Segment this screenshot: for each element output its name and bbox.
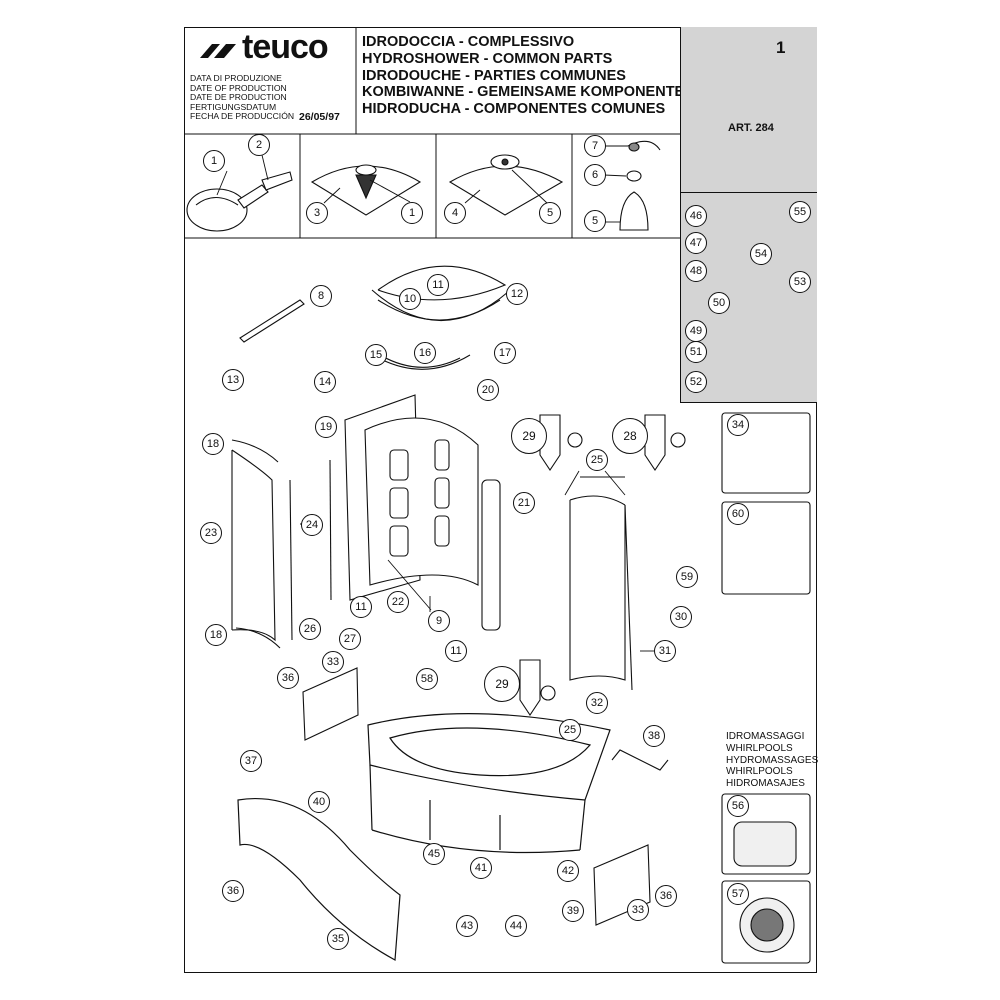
part-callout: 39 bbox=[562, 900, 584, 922]
part-callout: 32 bbox=[586, 692, 608, 714]
part-callout: 13 bbox=[222, 369, 244, 391]
part-callout: 8 bbox=[310, 285, 332, 307]
date-label: FECHA DE PRODUCCIÓN bbox=[190, 111, 295, 122]
part-callout: 45 bbox=[423, 843, 445, 865]
part-callout: 5 bbox=[584, 210, 606, 232]
title-line: KOMBIWANNE - GEMEINSAME KOMPONENTEN bbox=[362, 84, 695, 101]
part-callout: 9 bbox=[428, 610, 450, 632]
date-label: DATA DI PRODUZIONE bbox=[190, 73, 282, 83]
document-titles: IDRODOCCIA - COMPLESSIVO HYDROSHOWER - C… bbox=[362, 34, 695, 118]
part-callout: 57 bbox=[727, 883, 749, 905]
part-callout: 15 bbox=[365, 344, 387, 366]
part-callout: 30 bbox=[670, 606, 692, 628]
part-callout: 41 bbox=[470, 857, 492, 879]
whirlpool-label: HYDROMASSAGES bbox=[726, 754, 819, 766]
part-callout: 31 bbox=[654, 640, 676, 662]
part-callout: 58 bbox=[416, 668, 438, 690]
part-callout: 2 bbox=[248, 134, 270, 156]
page-number: 1 bbox=[776, 38, 786, 57]
part-callout: 3 bbox=[306, 202, 328, 224]
part-callout: 23 bbox=[200, 522, 222, 544]
part-callout: 16 bbox=[414, 342, 436, 364]
production-date-labels: DATA DI PRODUZIONE DATE OF PRODUCTION DA… bbox=[190, 73, 295, 122]
part-callout: 19 bbox=[315, 416, 337, 438]
part-callout: 42 bbox=[557, 860, 579, 882]
part-callout: 11 bbox=[445, 640, 467, 662]
part-callout: 40 bbox=[308, 791, 330, 813]
drain-parts-panel bbox=[680, 193, 817, 403]
part-callout: 14 bbox=[314, 371, 336, 393]
part-callout: 1 bbox=[203, 150, 225, 172]
drawing-sheet-border bbox=[184, 27, 817, 973]
part-callout: 44 bbox=[505, 915, 527, 937]
title-line: HYDROSHOWER - COMMON PARTS bbox=[362, 50, 613, 67]
teuco-logo: teuco bbox=[198, 28, 353, 70]
part-callout: 48 bbox=[685, 260, 707, 282]
part-callout: 29 bbox=[511, 418, 547, 454]
part-callout: 52 bbox=[685, 371, 707, 393]
part-callout: 24 bbox=[301, 514, 323, 536]
part-callout: 17 bbox=[494, 342, 516, 364]
part-callout: 50 bbox=[708, 292, 730, 314]
part-callout: 33 bbox=[627, 899, 649, 921]
part-callout: 11 bbox=[427, 274, 449, 296]
part-callout: 59 bbox=[676, 566, 698, 588]
part-callout: 35 bbox=[327, 928, 349, 950]
part-callout: 21 bbox=[513, 492, 535, 514]
whirlpool-label: WHIRLPOOLS bbox=[726, 742, 793, 754]
part-callout: 53 bbox=[789, 271, 811, 293]
part-callout: 37 bbox=[240, 750, 262, 772]
title-line: HIDRODUCHA - COMPONENTES COMUNES bbox=[362, 101, 666, 118]
whirlpools-labels: IDROMASSAGGI WHIRLPOOLS HYDROMASSAGES WH… bbox=[726, 731, 818, 790]
title-line: IDRODOCCIA - COMPLESSIVO bbox=[362, 34, 575, 50]
part-callout: 54 bbox=[750, 243, 772, 265]
article-panel bbox=[680, 27, 817, 193]
part-callout: 36 bbox=[655, 885, 677, 907]
part-callout: 49 bbox=[685, 320, 707, 342]
part-callout: 1 bbox=[401, 202, 423, 224]
teuco-logo-mark-icon bbox=[200, 44, 236, 58]
whirlpool-label: IDROMASSAGGI bbox=[726, 731, 805, 742]
part-callout: 18 bbox=[205, 624, 227, 646]
date-label: DATE OF PRODUCTION bbox=[190, 82, 287, 93]
part-callout: 56 bbox=[727, 795, 749, 817]
brand-name: teuco bbox=[242, 28, 329, 66]
whirlpool-label: WHIRLPOOLS bbox=[726, 766, 793, 778]
part-callout: 36 bbox=[222, 880, 244, 902]
part-callout: 27 bbox=[339, 628, 361, 650]
part-callout: 22 bbox=[387, 591, 409, 613]
production-date: 26/05/97 bbox=[299, 111, 340, 123]
part-callout: 38 bbox=[643, 725, 665, 747]
part-callout: 7 bbox=[584, 135, 606, 157]
part-callout: 46 bbox=[685, 205, 707, 227]
date-label: FERTIGUNGSDATUM bbox=[190, 101, 277, 112]
part-callout: 33 bbox=[322, 651, 344, 673]
part-callout: 6 bbox=[584, 164, 606, 186]
part-callout: 10 bbox=[399, 288, 421, 310]
part-callout: 47 bbox=[685, 232, 707, 254]
part-callout: 5 bbox=[539, 202, 561, 224]
part-callout: 11 bbox=[350, 596, 372, 618]
title-line: IDRODOUCHE - PARTIES COMMUNES bbox=[362, 67, 626, 84]
whirlpool-label: HIDROMASAJES bbox=[726, 778, 805, 790]
part-callout: 34 bbox=[727, 414, 749, 436]
part-callout: 26 bbox=[299, 618, 321, 640]
part-callout: 18 bbox=[202, 433, 224, 455]
part-callout: 43 bbox=[456, 915, 478, 937]
part-callout: 51 bbox=[685, 341, 707, 363]
part-callout: 29 bbox=[484, 666, 520, 702]
part-callout: 36 bbox=[277, 667, 299, 689]
part-callout: 25 bbox=[586, 449, 608, 471]
part-callout: 28 bbox=[612, 418, 648, 454]
part-callout: 4 bbox=[444, 202, 466, 224]
part-callout: 60 bbox=[727, 503, 749, 525]
part-callout: 12 bbox=[506, 283, 528, 305]
article-number: ART. 284 bbox=[728, 122, 774, 134]
part-callout: 20 bbox=[477, 379, 499, 401]
part-callout: 55 bbox=[789, 201, 811, 223]
date-label: DATE DE PRODUCTION bbox=[190, 92, 287, 103]
part-callout: 25 bbox=[559, 719, 581, 741]
